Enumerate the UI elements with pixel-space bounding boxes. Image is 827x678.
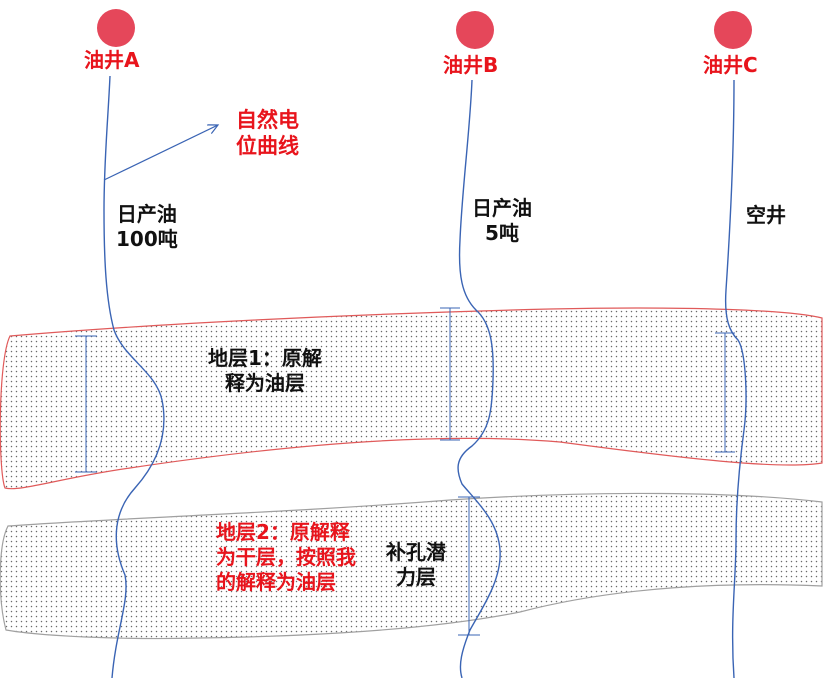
sp-curve-well-c	[724, 79, 747, 678]
layer1-label-line2: 释为油层	[224, 371, 305, 395]
sp-curve-annotation-line1: 自然电	[236, 108, 299, 132]
layer2-label: 地层2：原解释 为干层，按照我 的解释为油层	[216, 520, 356, 595]
well-a-production-line2: 100吨	[116, 227, 178, 251]
sp-curve-annotation: 自然电 位曲线	[236, 107, 299, 160]
well-b-label: 油井B	[443, 53, 499, 77]
layer2-side-note-line1: 补孔潜	[386, 540, 446, 564]
well-b-production-line2: 5吨	[485, 221, 519, 245]
layer2-side-note-line2: 力层	[396, 565, 436, 589]
layer2-label-line2: 为干层，按照我	[216, 545, 356, 569]
well-c-label: 油井C	[703, 53, 758, 77]
thickness-bar-well-a-layer1	[75, 335, 97, 473]
layer2-body	[0, 492, 823, 640]
thickness-bar-well-c-layer1	[715, 332, 735, 453]
sp-curve-pointer-arrow	[103, 125, 218, 181]
sp-curve-annotation-line2: 位曲线	[236, 134, 299, 159]
sp-curve-well-a	[103, 75, 165, 678]
thickness-bar-well-b-layer2	[458, 496, 480, 636]
well-b-marker	[456, 11, 494, 49]
well-b-production-line1: 日产油	[472, 196, 532, 220]
sp-curve-well-b	[457, 79, 501, 678]
layer2-label-line1: 地层2：原解释	[216, 520, 350, 544]
well-c-production: 空井	[746, 203, 786, 228]
layer2-side-note: 补孔潜 力层	[386, 540, 446, 590]
well-a-marker	[97, 9, 135, 47]
well-a-label: 油井A	[84, 48, 140, 72]
well-b-production: 日产油 5吨	[472, 196, 532, 246]
layer1-body	[0, 307, 823, 490]
layer2-label-line3: 的解释为油层	[216, 570, 336, 594]
layer1-label-line1: 地层1：原解	[208, 346, 322, 370]
well-c-production-line1: 空井	[746, 203, 786, 227]
thickness-bar-well-b-layer1	[440, 307, 460, 441]
well-a-production-line1: 日产油	[116, 202, 177, 226]
well-a-production: 日产油 100吨	[116, 202, 178, 252]
well-c-marker	[714, 11, 752, 49]
layer1-label: 地层1：原解 释为油层	[208, 346, 322, 396]
